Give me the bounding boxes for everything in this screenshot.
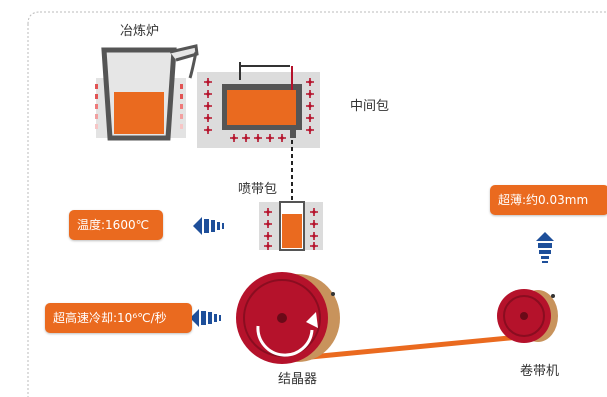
- tundish-label: 中间包: [350, 99, 390, 114]
- crystallizer-label: 结晶器: [278, 372, 318, 387]
- furnace-label: 冶炼炉: [120, 24, 160, 39]
- diagram-border: [27, 11, 607, 397]
- thickness-callout: 超薄:约0.03mm: [490, 185, 607, 215]
- nozzle-label: 喷带包: [238, 182, 278, 197]
- coiler-label: 卷带机: [520, 364, 560, 379]
- tundish: [197, 62, 320, 148]
- furnace: [95, 44, 199, 141]
- coiler: [497, 289, 558, 343]
- metal-ribbon: [299, 334, 521, 361]
- crystallizer-wheel: [236, 272, 340, 364]
- furnace-heater-left: [95, 84, 98, 129]
- furnace-heater-right: [180, 84, 183, 129]
- rotation-arrow-icon: [256, 312, 318, 357]
- temperature-callout: 温度:1600℃: [69, 210, 163, 240]
- nozzle-package: [259, 201, 323, 251]
- cooling-rate-callout: 超高速冷却:10⁶℃/秒: [45, 303, 192, 333]
